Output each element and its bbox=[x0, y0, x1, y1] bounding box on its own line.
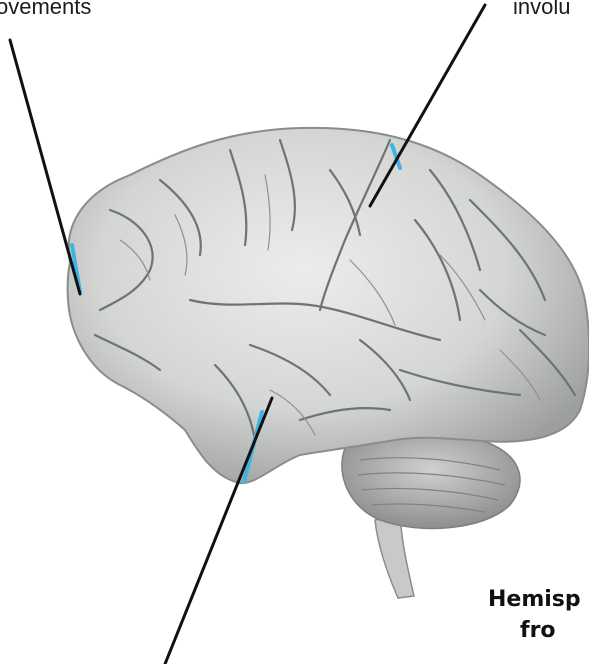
caption-line-2: fro bbox=[520, 620, 556, 642]
callout-label-left: ovements bbox=[0, 0, 91, 18]
callout-label-right: involu bbox=[513, 0, 570, 18]
caption-line-1: Hemisp bbox=[488, 589, 581, 611]
cerebellum bbox=[342, 431, 520, 528]
frontal-pointer bbox=[10, 40, 80, 294]
cerebrum bbox=[68, 128, 589, 483]
